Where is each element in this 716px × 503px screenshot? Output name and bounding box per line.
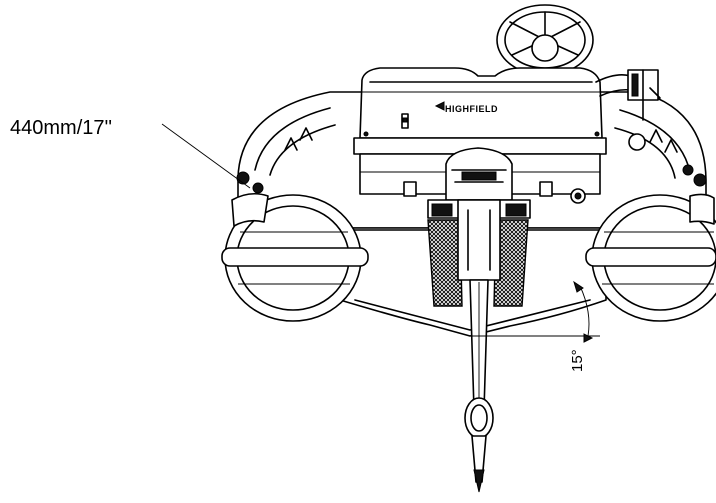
deadrise-angle-dimension: 15° <box>470 280 600 372</box>
steering-wheel <box>496 4 594 76</box>
tube-diameter-label: 440mm/17'' <box>10 117 112 139</box>
deadrise-angle-label: 15° <box>569 349 586 372</box>
outboard-engine <box>427 147 531 493</box>
tube-diameter-dimension: 440mm/17'' <box>10 117 251 189</box>
stern-rail <box>595 69 661 151</box>
rear-console: HIGHFIELD <box>353 67 607 204</box>
console-logo-text: HIGHFIELD <box>445 104 498 114</box>
right-tube <box>585 164 716 322</box>
